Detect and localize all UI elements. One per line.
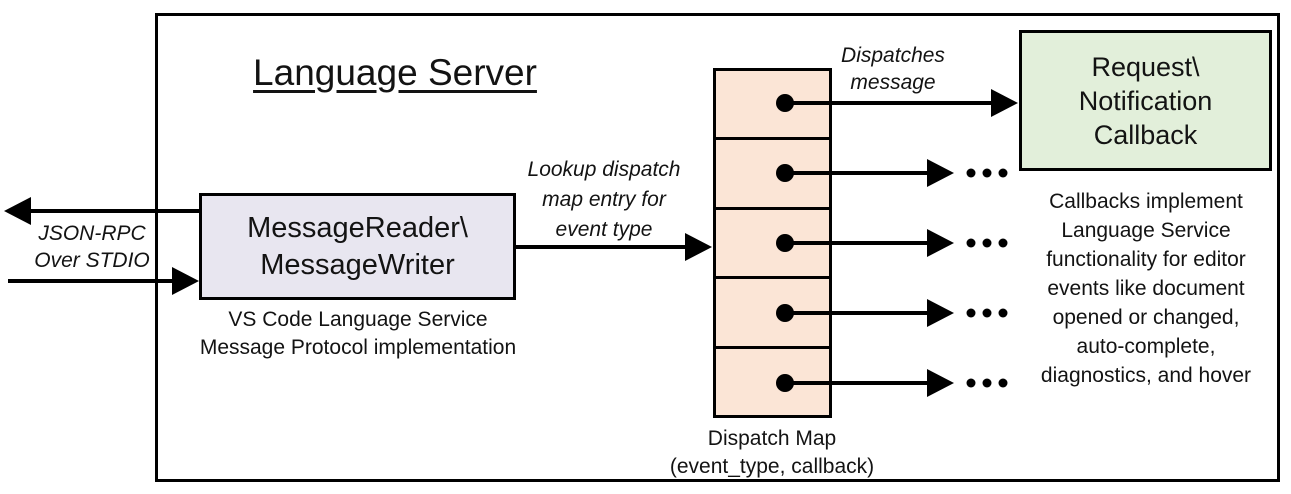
lookup-label-line1: Lookup dispatch [527, 158, 681, 181]
dispatch-map-caption: Dispatch Map (event_type, callback) [637, 425, 907, 481]
message-reader-box: MessageReader\ MessageWriter [199, 193, 516, 300]
dispatches-label-line1: Dispatches [841, 44, 945, 67]
dispatch-map-cell [716, 348, 829, 416]
reader-caption-line2: Message Protocol implementation [199, 336, 517, 359]
dispatch-map-caption-line2: (event_type, callback) [669, 455, 875, 478]
lookup-label-line2: map entry for [542, 188, 666, 211]
caption-line: events like document [1047, 277, 1245, 300]
page-title: Language Server [253, 52, 537, 93]
reader-caption-line1: VS Code Language Service [228, 308, 488, 331]
callback-box: Request\ Notification Callback [1019, 30, 1272, 171]
dispatch-map-cell [716, 140, 829, 210]
callback-box-line3: Callback [1093, 119, 1198, 150]
caption-line: functionality for editor [1046, 248, 1246, 271]
dispatch-map-cell [716, 71, 829, 141]
dispatch-map-caption-line1: Dispatch Map [707, 427, 837, 450]
callback-box-line2: Notification [1078, 85, 1213, 116]
dispatch-map-cell [716, 209, 829, 280]
dispatch-map-cell [716, 279, 829, 349]
message-reader-label-line1: MessageReader\ [247, 211, 468, 244]
lookup-label: Lookup dispatch map entry for event type [498, 155, 710, 245]
dispatches-label: Dispatches message [818, 42, 968, 96]
message-reader-label-line2: MessageWriter [260, 248, 455, 281]
caption-line: Language Service [1061, 219, 1231, 242]
caption-line: Callbacks implement [1049, 190, 1243, 213]
lookup-label-line3: event type [555, 218, 653, 241]
stdio-label: JSON-RPC Over STDIO [14, 220, 170, 274]
stdio-label-line1: JSON-RPC [38, 222, 146, 245]
callback-box-line1: Request\ [1091, 51, 1200, 82]
dispatches-label-line2: message [850, 71, 936, 94]
language-server-box [155, 13, 1280, 482]
dispatch-map [713, 68, 832, 418]
caption-line: opened or changed, [1052, 306, 1240, 329]
caption-line: diagnostics, and hover [1040, 364, 1252, 387]
reader-caption: VS Code Language Service Message Protoco… [180, 306, 536, 362]
caption-line: auto-complete, [1076, 335, 1216, 358]
callbacks-caption: Callbacks implement Language Service fun… [1003, 187, 1289, 390]
stdio-label-line2: Over STDIO [34, 249, 150, 272]
